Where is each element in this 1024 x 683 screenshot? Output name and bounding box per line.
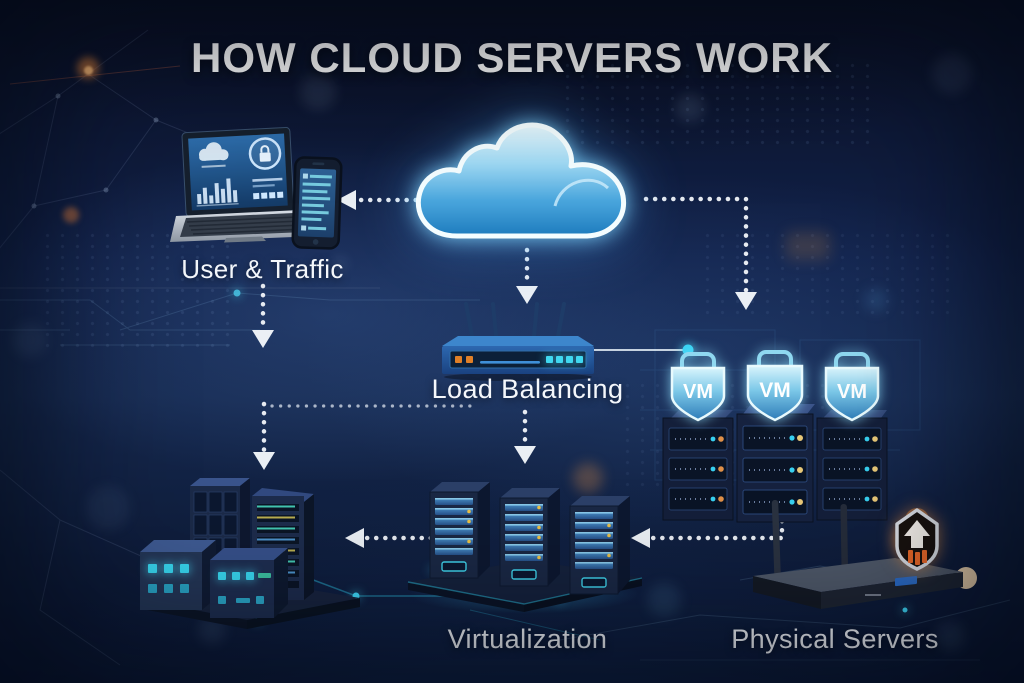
cloud-icon (415, 122, 627, 239)
virtual-server-tower-icon (429, 482, 490, 579)
arrow-cloud-to-vm-line (643, 196, 749, 295)
vm-shield-icon: VM (824, 352, 880, 422)
laptop-trackpad (224, 236, 266, 243)
user-traffic-devices (170, 126, 343, 250)
rack-slot (822, 427, 882, 511)
arrowhead-down-icon (253, 452, 275, 470)
physical-server-icon (753, 500, 963, 609)
svg-text:VM: VM (837, 381, 867, 403)
server-cube-icon (210, 548, 288, 618)
arrowhead-left-icon (631, 528, 650, 548)
dot-matrix-texture (560, 60, 880, 150)
dot-matrix-texture (700, 230, 950, 320)
on-prem-server-cluster (140, 478, 360, 629)
vm-shield-icon: VM (670, 352, 726, 422)
screen-cloud-icon (198, 142, 229, 168)
arrowhead-down-icon (252, 330, 274, 348)
dot-matrix-texture (40, 230, 240, 350)
security-shield-icon (895, 508, 939, 571)
screen-bar-chart-icon (196, 178, 239, 207)
user-traffic-label: User & Traffic (181, 254, 344, 284)
router-status-lights (455, 356, 583, 364)
virtual-server-tower-icon (569, 496, 630, 595)
server-cube-icon (140, 540, 216, 610)
antenna-icon (771, 500, 849, 576)
page-title: HOW CLOUD SERVERS WORK (191, 34, 833, 81)
rack-slot (742, 425, 808, 515)
antenna-icon (464, 302, 566, 338)
arrowhead-left-icon (345, 528, 364, 548)
arrowhead-down-icon (516, 286, 538, 304)
arrowhead-down-icon (514, 446, 536, 464)
svg-text:VM: VM (683, 381, 713, 403)
screen-lock-icon (248, 137, 282, 170)
virtualization-label: Virtualization (447, 624, 608, 654)
load-balancing-label: Load Balancing (431, 374, 624, 404)
load-balancer-router-icon (442, 302, 594, 381)
vm-shield-icon: VM (746, 350, 804, 422)
arrowhead-down-icon (735, 292, 757, 310)
arrowhead-left-icon (337, 190, 356, 210)
virtual-server-tower-icon (499, 488, 560, 587)
laptop-icon (181, 126, 295, 218)
svg-text:VM: VM (759, 379, 791, 402)
rack-slot (668, 427, 728, 511)
smartphone-icon (291, 156, 343, 250)
physical-servers-label: Physical Servers (731, 624, 939, 654)
screen-list-icon (252, 177, 284, 200)
server-front-panel (865, 576, 917, 596)
virtualization-servers-group (407, 482, 643, 614)
